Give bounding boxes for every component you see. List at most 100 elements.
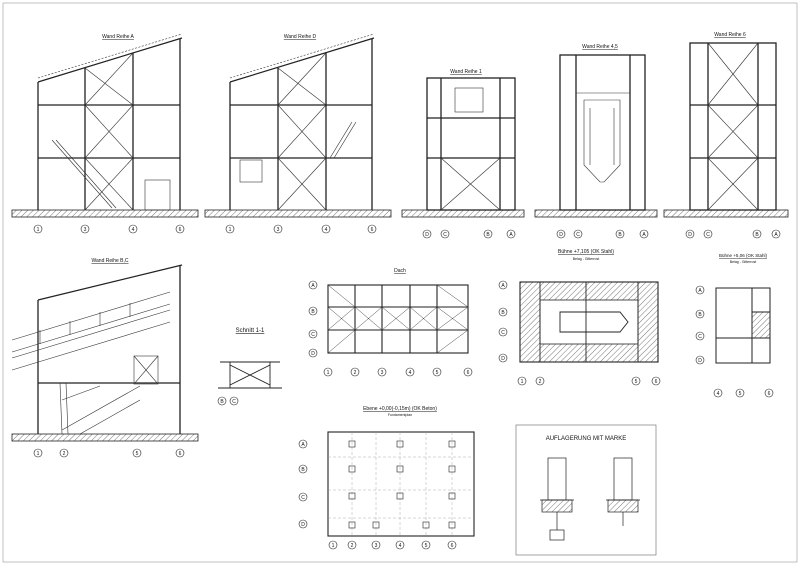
foundation-points bbox=[348, 440, 456, 529]
axis-label: A bbox=[774, 232, 778, 238]
axis-label: 2 bbox=[63, 451, 66, 457]
axis-label: B bbox=[698, 312, 702, 318]
view-wand-reihe-a: Wand Reihe A 1 3 4 6 bbox=[11, 33, 199, 234]
view-schnitt-1-1: Schnitt 1-1 B C bbox=[217, 328, 282, 406]
view-title: Wand Reihe D bbox=[284, 34, 317, 40]
axis-label: 6 bbox=[768, 391, 771, 397]
axis-bubbles: 1 3 4 6 bbox=[33, 224, 185, 234]
axis-label: B bbox=[220, 399, 224, 405]
ground-slab bbox=[534, 209, 658, 218]
axis-label: 5 bbox=[425, 543, 428, 549]
view-title: Wand Reihe B,C bbox=[91, 258, 128, 264]
roof-outline bbox=[229, 37, 375, 83]
view-buehne-7105: Bühne +7,105 (OK Stahl) Belag - Gitterro… bbox=[498, 249, 661, 386]
view-title: Dach bbox=[394, 268, 406, 274]
axis-bubbles-cols: 4 5 6 bbox=[713, 388, 774, 398]
axis-label: B bbox=[501, 310, 505, 316]
view-title: Bühne +7,105 (OK Stahl) bbox=[558, 249, 614, 255]
axis-label: C bbox=[301, 495, 305, 501]
roof-outline bbox=[37, 37, 183, 83]
view-wand-reihe-d: Wand Reihe D 1 3 4 6 bbox=[204, 33, 392, 234]
axis-bubbles-cols: 1 2 3 4 5 6 bbox=[328, 540, 457, 550]
axis-label: D bbox=[559, 232, 563, 238]
view-subtitle: Belag - Gitterrost bbox=[573, 257, 599, 261]
axis-bubbles: 1 2 5 6 bbox=[33, 448, 185, 458]
view-wand-reihe-bc: Wand Reihe B,C 1 2 5 6 bbox=[11, 258, 199, 458]
axis-bubbles: D C B A bbox=[685, 229, 781, 239]
axis-bubbles-rows: A B C D bbox=[498, 280, 508, 363]
view-ebene-000: Ebene +0,00(-0,15m) (OK Beton) Fundament… bbox=[298, 406, 475, 550]
axis-label: D bbox=[698, 358, 702, 364]
axis-label: C bbox=[232, 399, 236, 405]
axis-label: 4 bbox=[717, 391, 720, 397]
ground-slab bbox=[663, 209, 789, 218]
view-title: Wand Reihe 4,5 bbox=[582, 44, 618, 50]
axis-label: B bbox=[301, 467, 305, 473]
view-subtitle: Belag - Gitterrost bbox=[730, 260, 756, 264]
axis-label: 5 bbox=[436, 370, 439, 376]
roof-outline bbox=[37, 264, 183, 301]
axis-label: A bbox=[301, 442, 305, 448]
axis-label: A bbox=[509, 232, 513, 238]
axis-label: 2 bbox=[351, 543, 354, 549]
axis-label: 5 bbox=[136, 451, 139, 457]
axis-bubbles-rows: A B C D bbox=[308, 280, 318, 358]
axis-bubbles-cols: 1 2 5 6 bbox=[517, 376, 661, 386]
axis-label: 5 bbox=[739, 391, 742, 397]
axis-label: 6 bbox=[179, 227, 182, 233]
axis-label: 1 bbox=[37, 451, 40, 457]
view-wand-reihe-6: Wand Reihe 6 D C B A bbox=[663, 32, 789, 239]
axis-bubbles-rows: A B C D bbox=[298, 439, 308, 529]
axis-bubbles: 1 3 4 6 bbox=[225, 224, 377, 234]
axis-label: 1 bbox=[229, 227, 232, 233]
view-wand-reihe-45: Wand Reihe 4,5 D C B A bbox=[534, 44, 658, 239]
axis-label: 3 bbox=[381, 370, 384, 376]
axis-label: 1 bbox=[37, 227, 40, 233]
view-wand-reihe-1: Wand Reihe 1 D C B A bbox=[401, 69, 525, 239]
ground-slab bbox=[11, 433, 199, 442]
view-dach: Dach A B C D 1 2 3 4 5 6 bbox=[308, 268, 473, 377]
axis-label: 2 bbox=[539, 379, 542, 385]
axis-label: B bbox=[486, 232, 490, 238]
axis-label: D bbox=[688, 232, 692, 238]
axis-label: 3 bbox=[375, 543, 378, 549]
axis-label: A bbox=[698, 288, 702, 294]
view-title: Ebene +0,00(-0,15m) (OK Beton) bbox=[363, 406, 437, 412]
axis-label: 4 bbox=[409, 370, 412, 376]
axis-label: A bbox=[311, 283, 315, 289]
axis-label: 3 bbox=[84, 227, 87, 233]
axis-label: 3 bbox=[277, 227, 280, 233]
axis-label: D bbox=[425, 232, 429, 238]
axis-label: 5 bbox=[635, 379, 638, 385]
axis-label: 4 bbox=[325, 227, 328, 233]
axis-label: D bbox=[301, 522, 305, 528]
conveyor-bridge bbox=[11, 291, 171, 435]
axis-label: 6 bbox=[371, 227, 374, 233]
view-title: AUFLAGERUNG MIT MARKE bbox=[546, 436, 627, 442]
axis-label: C bbox=[443, 232, 447, 238]
axis-label: C bbox=[706, 232, 710, 238]
axis-label: 2 bbox=[354, 370, 357, 376]
axis-bubbles-rows: A B C D bbox=[695, 285, 705, 365]
axis-label: C bbox=[501, 330, 505, 336]
view-title: Wand Reihe 1 bbox=[450, 69, 482, 75]
axis-label: C bbox=[576, 232, 580, 238]
axis-label: C bbox=[311, 332, 315, 338]
axis-label: C bbox=[698, 334, 702, 340]
axis-bubbles: D C B A bbox=[556, 229, 649, 239]
axis-label: 6 bbox=[655, 379, 658, 385]
view-title: Schnitt 1-1 bbox=[236, 328, 265, 334]
axis-label: 4 bbox=[132, 227, 135, 233]
axis-bubbles: B C bbox=[217, 396, 239, 406]
axis-bubbles: D C B A bbox=[422, 229, 516, 239]
axis-label: 6 bbox=[467, 370, 470, 376]
axis-label: B bbox=[618, 232, 622, 238]
axis-label: D bbox=[311, 351, 315, 357]
axis-label: B bbox=[311, 309, 315, 315]
detail-frame bbox=[515, 424, 657, 556]
axis-label: D bbox=[501, 356, 505, 362]
view-title: Bühne +5,06 (OK Stahl) bbox=[719, 253, 767, 258]
axis-label: 6 bbox=[179, 451, 182, 457]
